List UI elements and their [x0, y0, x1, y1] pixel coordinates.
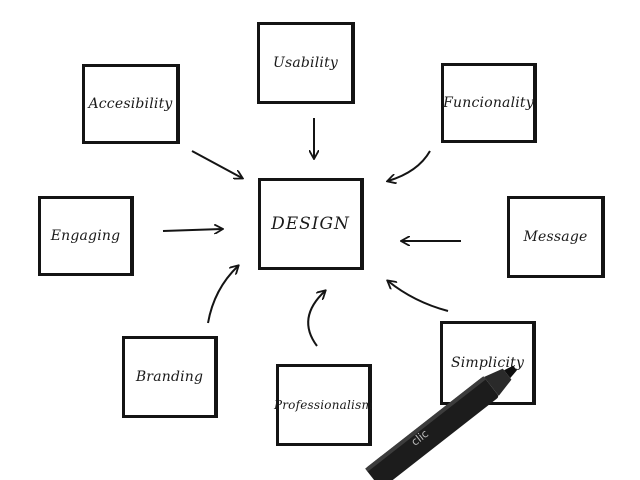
- design-node: DESIGN: [258, 178, 364, 270]
- arrow-branding-to-design: [207, 266, 238, 324]
- professionalism-node: Professionalism: [273, 364, 374, 446]
- arrow-functionality-to-design: [388, 150, 431, 181]
- message-label: Message: [523, 229, 588, 245]
- design-label: DESIGN: [271, 214, 350, 234]
- accessibility-label: Accesibility: [88, 96, 173, 112]
- engaging-label: Engaging: [50, 228, 121, 244]
- message-node: Message: [507, 196, 605, 278]
- professionalism-label: Professionalism: [273, 398, 374, 412]
- engaging-node: Engaging: [38, 196, 134, 276]
- branding-label: Branding: [135, 369, 204, 385]
- arrow-professionalism-to-design: [307, 291, 325, 347]
- arrow-simplicity-to-design: [388, 281, 449, 312]
- branding-node: Branding: [122, 336, 218, 418]
- functionality-node: Funcionality: [441, 63, 537, 143]
- usability-node: Usability: [257, 22, 355, 104]
- arrow-accessibility-to-design: [191, 150, 242, 178]
- usability-label: Usability: [272, 55, 339, 71]
- accessibility-node: Accesibility: [82, 64, 180, 144]
- functionality-label: Funcionality: [443, 95, 534, 111]
- simplicity-label: Simplicity: [450, 355, 525, 371]
- arrow-engaging-to-design: [162, 229, 222, 231]
